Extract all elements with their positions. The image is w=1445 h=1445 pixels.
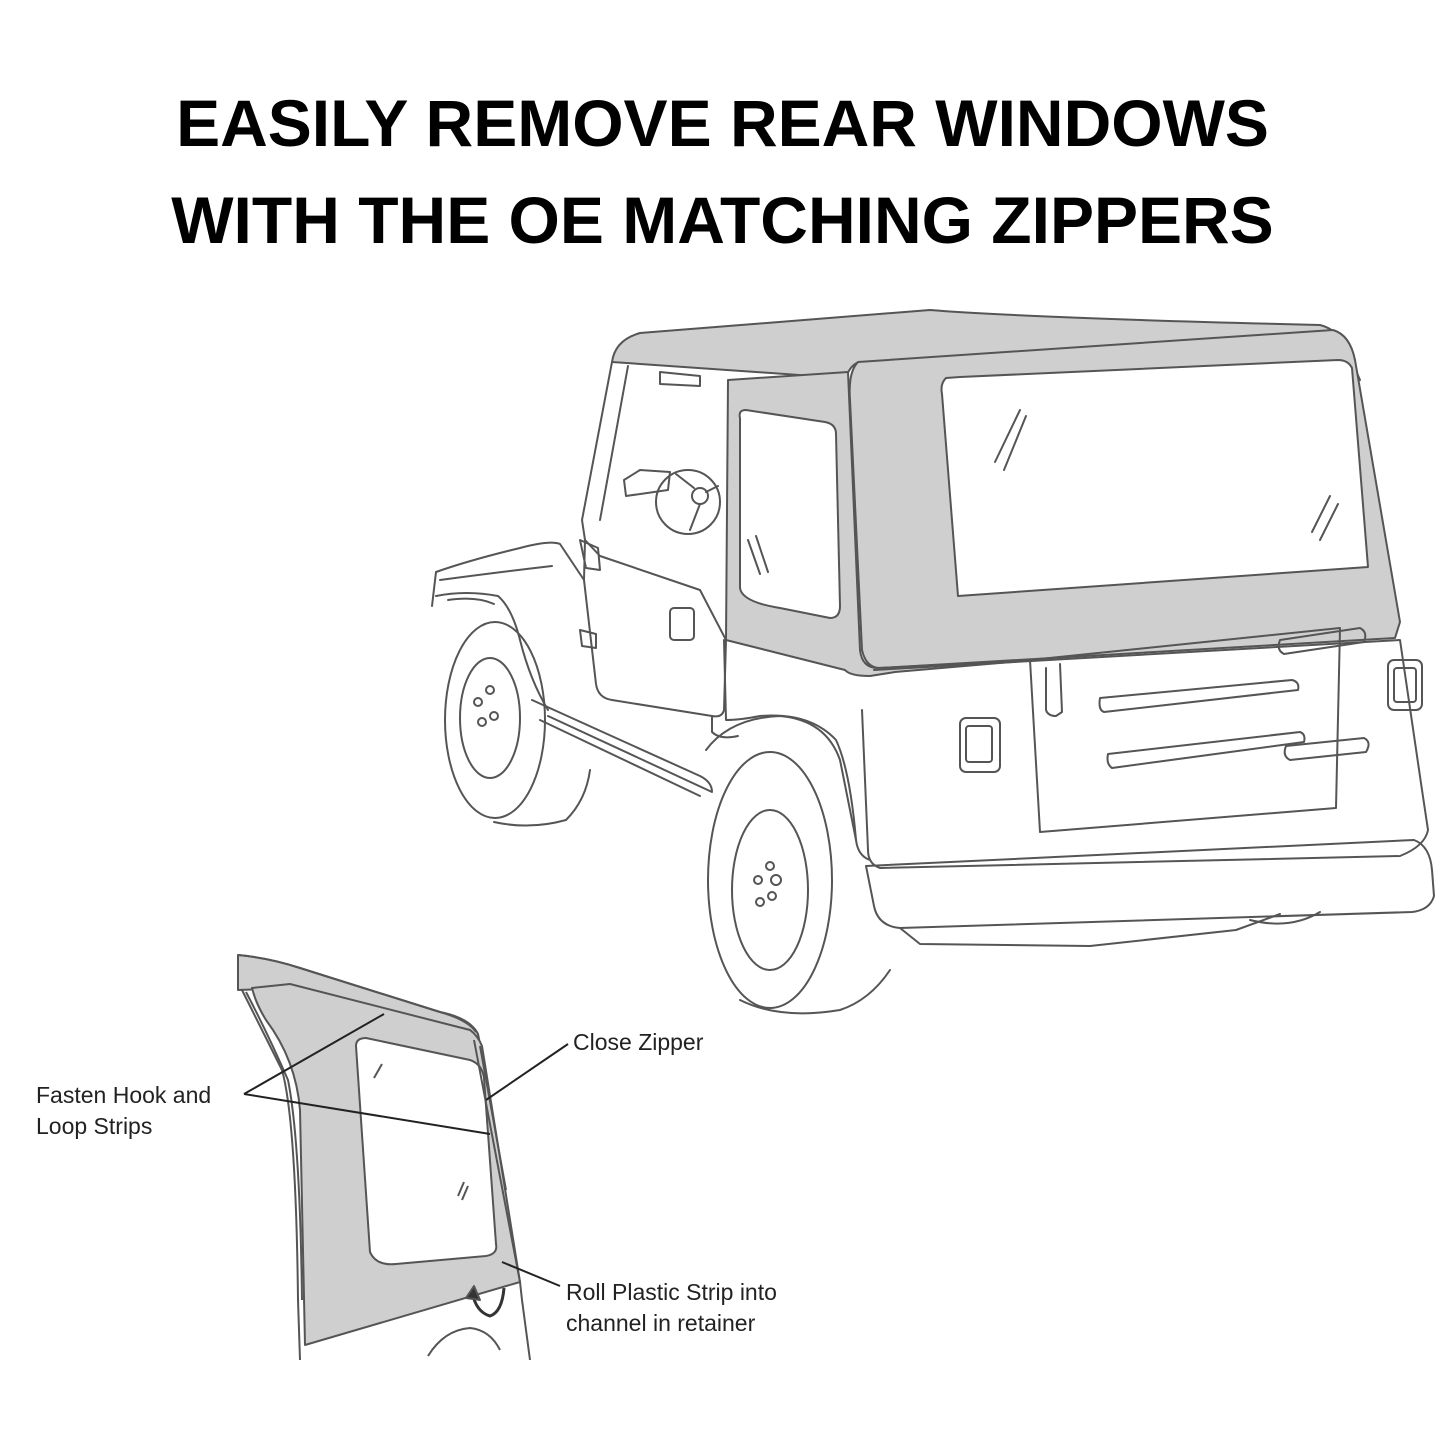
callout-roll-line-2: channel in retainer [566, 1310, 756, 1336]
callout-roll-line-1: Roll Plastic Strip into [566, 1279, 777, 1305]
leader-fasten-top [243, 1013, 385, 1095]
rear-bumper [865, 839, 1435, 929]
callout-fasten-hook-and-loop: Fasten Hook and Loop Strips [36, 1080, 211, 1142]
headline-line-2: WITH THE OE MATCHING ZIPPERS [171, 183, 1274, 257]
headline-line-1: EASILY REMOVE REAR WINDOWS [176, 86, 1269, 160]
inset-rear-corner-detail [237, 954, 531, 1361]
callout-close-zipper: Close Zipper [573, 1029, 704, 1055]
callout-fasten-line-2: Loop Strips [36, 1113, 153, 1139]
leader-close-zipper [485, 1043, 569, 1101]
leader-fasten-bottom [243, 1093, 491, 1135]
side-rear-side-window [738, 409, 841, 619]
rear-window [940, 359, 1369, 597]
callout-fasten-line-1: Fasten Hook and [36, 1082, 212, 1108]
callout-roll-plastic-strip: Roll Plastic Strip into channel in retai… [566, 1277, 777, 1339]
tailgate [1029, 627, 1341, 833]
door [583, 539, 727, 718]
leader-roll-strip [501, 1261, 561, 1287]
